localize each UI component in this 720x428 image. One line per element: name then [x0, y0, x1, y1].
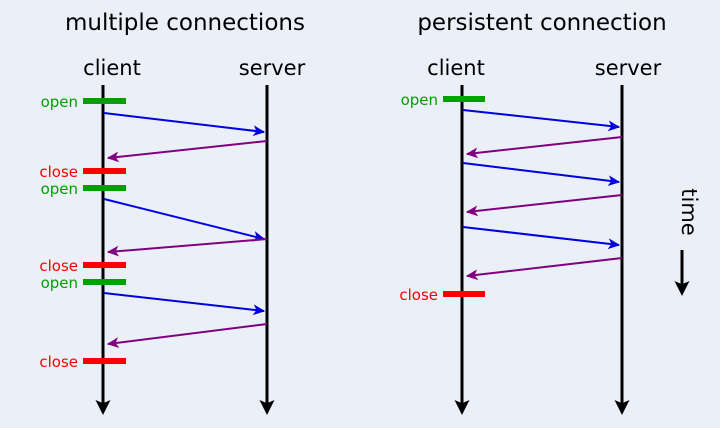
- message-response-arrow: [465, 257, 623, 281]
- message-response-arrow: [465, 194, 623, 217]
- message-request-arrow: [103, 198, 266, 242]
- event-label-open: open: [41, 93, 78, 111]
- panel-title-multiple-connections: multiple connections: [65, 10, 305, 36]
- panel-persistent-connection: persistent connection client server open…: [399, 10, 667, 415]
- actor-label-server-left: server: [239, 56, 306, 80]
- actor-label-server-right: server: [595, 56, 662, 80]
- time-axis-label: time: [677, 188, 701, 235]
- event-label-open: open: [41, 180, 78, 198]
- event-label-close: close: [39, 163, 78, 181]
- event-label-close: close: [39, 353, 78, 371]
- message-response-arrow: [106, 140, 268, 163]
- event-label-open: open: [41, 274, 78, 292]
- panel-multiple-connections: multiple connections client server open …: [39, 10, 306, 415]
- event-label-close: close: [39, 257, 78, 275]
- time-axis: time: [674, 188, 701, 296]
- message-request-arrow: [462, 162, 621, 187]
- message-request-arrow: [103, 292, 266, 316]
- message-response-arrow: [106, 323, 268, 349]
- message-request-arrow: [462, 226, 621, 250]
- message-request-arrow: [462, 109, 621, 132]
- actor-label-client-left: client: [83, 56, 141, 80]
- event-label-close: close: [399, 286, 438, 304]
- event-label-open: open: [401, 91, 438, 109]
- message-response-arrow: [465, 136, 623, 159]
- message-response-arrow: [106, 238, 268, 257]
- panel-title-persistent-connection: persistent connection: [417, 10, 666, 36]
- actor-label-client-right: client: [427, 56, 485, 80]
- message-request-arrow: [103, 112, 266, 137]
